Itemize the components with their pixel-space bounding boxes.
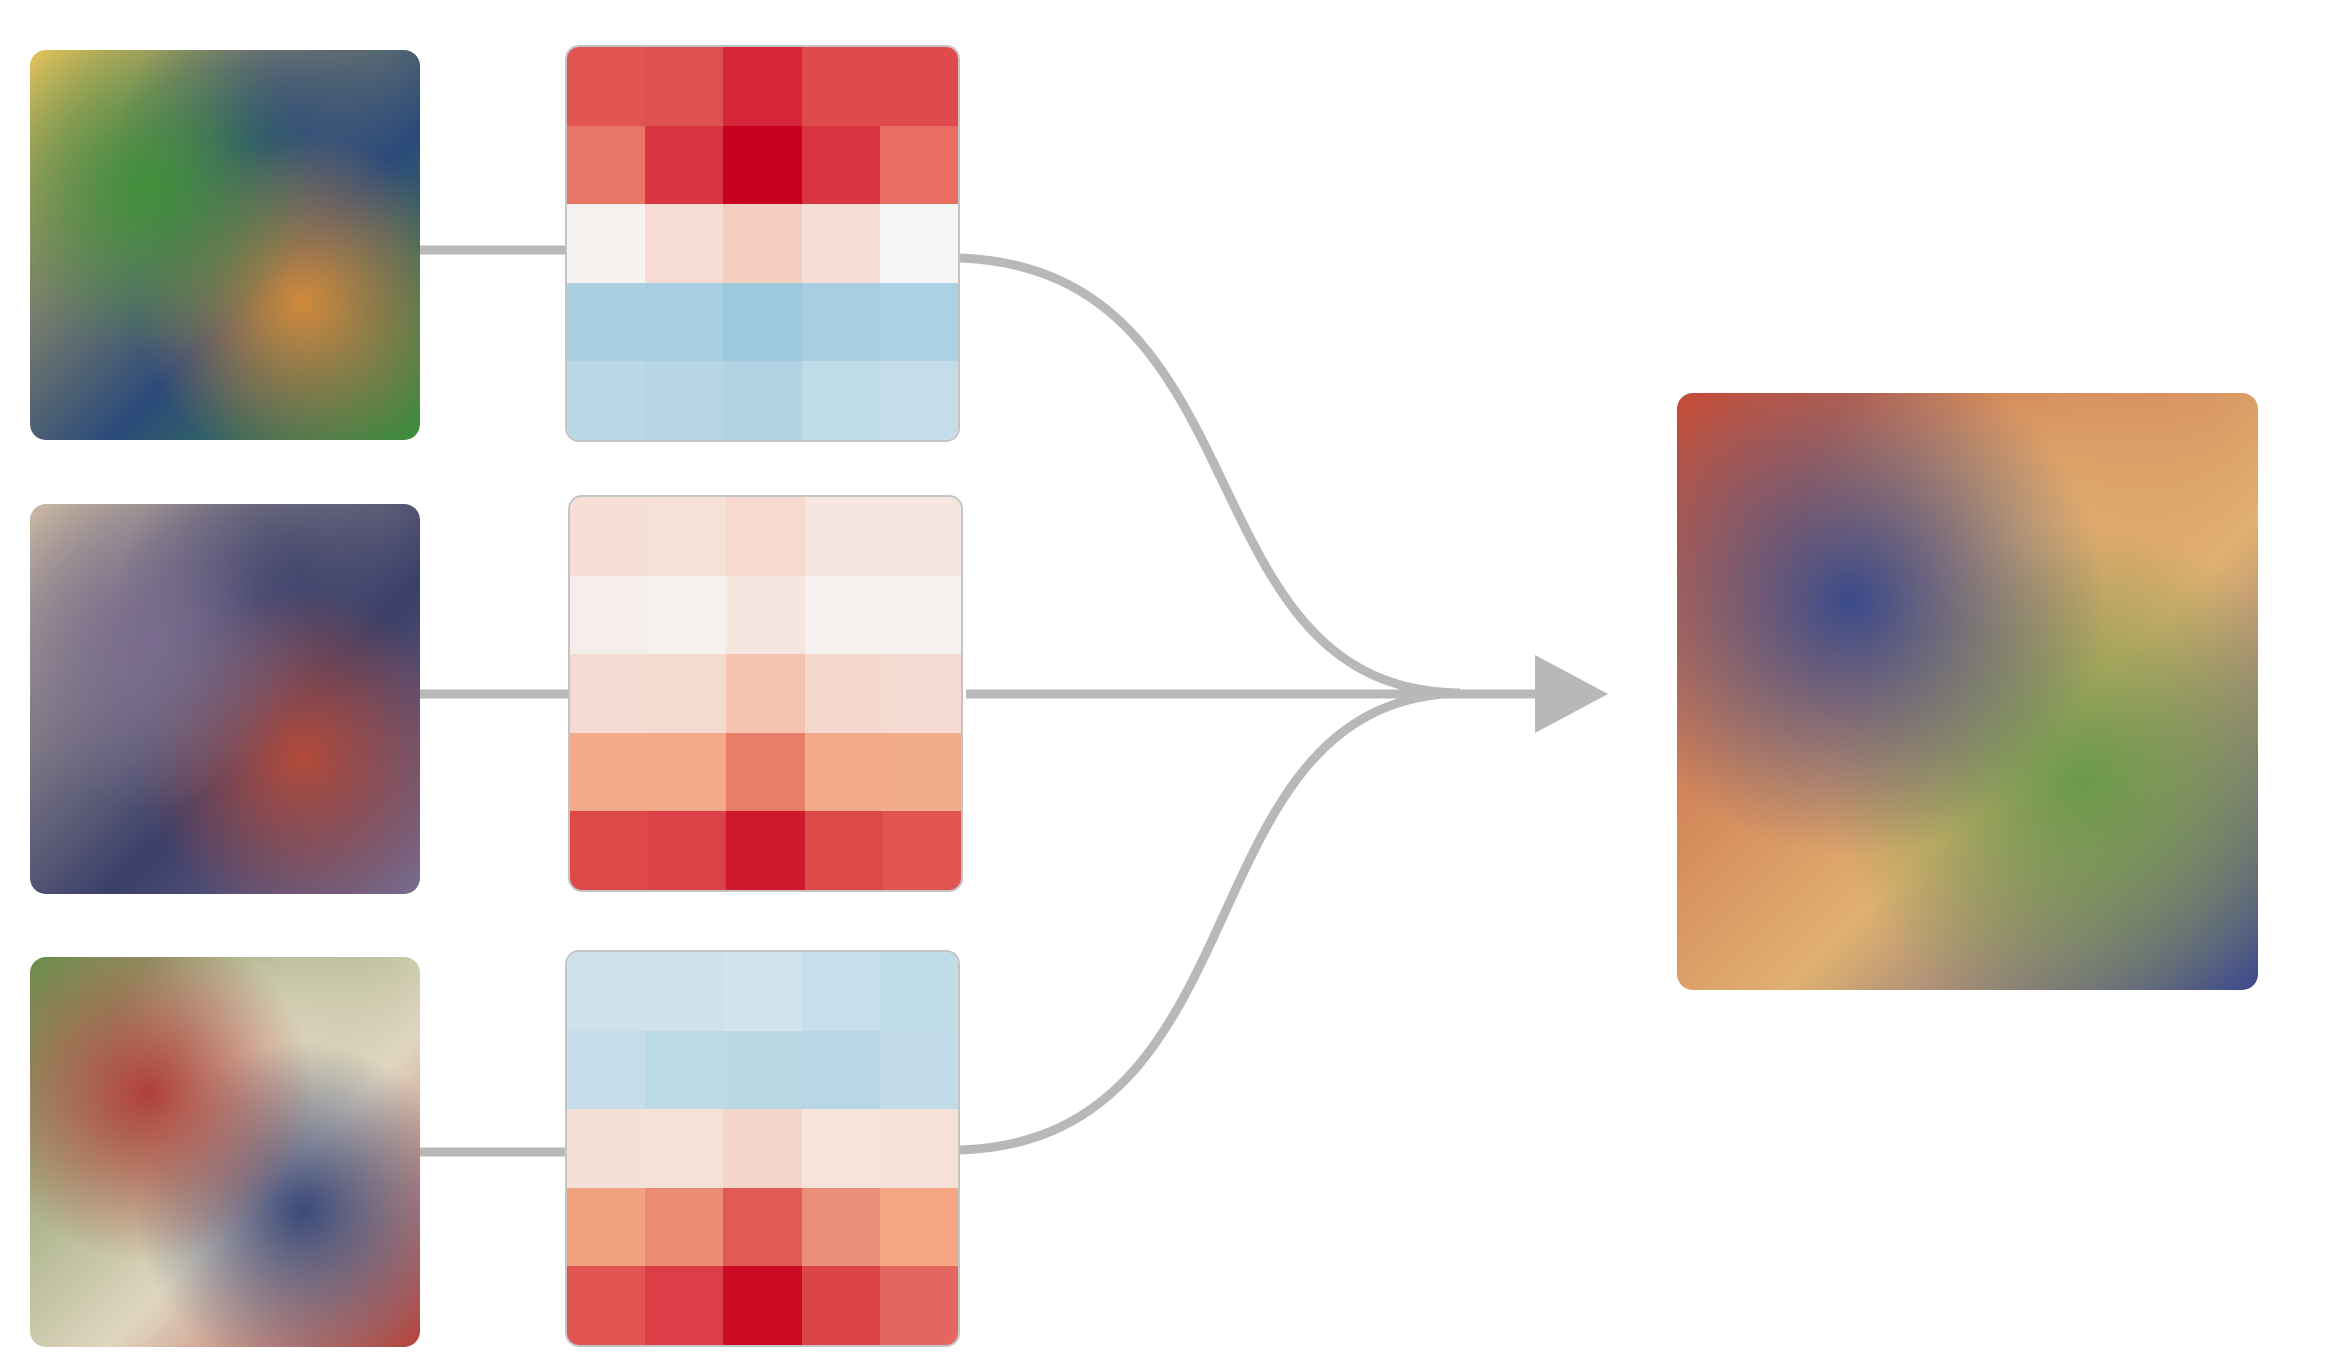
heatmap-cell <box>801 361 880 440</box>
heatmap-cell <box>648 811 727 890</box>
heatmap-cell <box>723 1030 802 1110</box>
heatmap-cell <box>645 282 724 362</box>
heatmap-cell <box>804 575 883 655</box>
heatmap-cell <box>882 654 961 733</box>
heatmap-cell <box>570 575 649 655</box>
heatmap-cell <box>567 1030 646 1110</box>
heatmap-cell <box>570 811 649 890</box>
heatmap-cell <box>879 204 958 283</box>
heatmap-cell <box>645 204 724 283</box>
heatmap-cell <box>801 1030 880 1110</box>
heatmap-cell <box>567 952 646 1031</box>
input-image-2 <box>30 504 420 894</box>
heatmap-cell <box>723 1266 802 1345</box>
heatmap-cell <box>882 575 961 655</box>
heatmap-cell <box>879 1266 958 1345</box>
heatmap-cell <box>801 1109 880 1188</box>
heatmap-cell <box>645 1187 724 1267</box>
heatmap-cell <box>567 1109 646 1188</box>
heatmap-cell <box>726 732 805 812</box>
heatmap-cell <box>567 1187 646 1267</box>
heatmap-cell <box>645 1109 724 1188</box>
heatmap-cell <box>801 1266 880 1345</box>
heatmap-cell <box>882 497 961 576</box>
heatmap-cell <box>882 732 961 812</box>
heatmap-cell <box>879 125 958 205</box>
heatmap-cell <box>645 125 724 205</box>
heatmap-cell <box>567 361 646 440</box>
merge-curve-bottom <box>959 688 1461 1155</box>
heatmap-cell <box>801 47 880 126</box>
heatmap-cell <box>879 952 958 1031</box>
arrow-head-icon <box>1535 655 1608 733</box>
heatmap-cell <box>723 952 802 1031</box>
heatmap-cell <box>567 204 646 283</box>
heatmap-cell <box>879 361 958 440</box>
heatmap-cell <box>648 575 727 655</box>
heatmap-cell <box>570 654 649 733</box>
heatmap-cell <box>723 1109 802 1188</box>
heatmap-cell <box>648 732 727 812</box>
heatmap-cell <box>723 204 802 283</box>
heatmap-cell <box>567 47 646 126</box>
output-image <box>1677 393 2258 990</box>
heatmap-cell <box>648 654 727 733</box>
heatmap-cell <box>882 811 961 890</box>
heatmap-cell <box>801 125 880 205</box>
heatmap-cell <box>645 1266 724 1345</box>
heatmap-cell <box>648 497 727 576</box>
heatmap-cell <box>804 732 883 812</box>
heatmap-cell <box>645 952 724 1031</box>
heatmap-cell <box>645 361 724 440</box>
merge-curve-top <box>959 253 1461 698</box>
heatmap-cell <box>801 952 880 1031</box>
heatmap-cell <box>804 497 883 576</box>
heatmap-2 <box>568 495 963 892</box>
heatmap-cell <box>726 811 805 890</box>
heatmap-cell <box>567 282 646 362</box>
input-image-3 <box>30 957 420 1347</box>
heatmap-cell <box>570 732 649 812</box>
heatmap-cell <box>723 361 802 440</box>
heatmap-cell <box>723 282 802 362</box>
heatmap-cell <box>567 125 646 205</box>
heatmap-cell <box>804 654 883 733</box>
heatmap-cell <box>645 47 724 126</box>
heatmap-cell <box>879 1030 958 1110</box>
heatmap-cell <box>726 654 805 733</box>
heatmap-1 <box>565 45 960 442</box>
heatmap-cell <box>804 811 883 890</box>
heatmap-cell <box>879 47 958 126</box>
heatmap-cell <box>567 1266 646 1345</box>
heatmap-cell <box>645 1030 724 1110</box>
heatmap-cell <box>570 497 649 576</box>
heatmap-cell <box>723 1187 802 1267</box>
heatmap-3 <box>565 950 960 1347</box>
heatmap-cell <box>723 125 802 205</box>
heatmap-cell <box>726 575 805 655</box>
heatmap-cell <box>726 497 805 576</box>
heatmap-cell <box>801 282 880 362</box>
heatmap-cell <box>879 282 958 362</box>
input-image-1 <box>30 50 420 440</box>
heatmap-cell <box>723 47 802 126</box>
heatmap-cell <box>879 1187 958 1267</box>
heatmap-cell <box>879 1109 958 1188</box>
heatmap-cell <box>801 204 880 283</box>
heatmap-cell <box>801 1187 880 1267</box>
